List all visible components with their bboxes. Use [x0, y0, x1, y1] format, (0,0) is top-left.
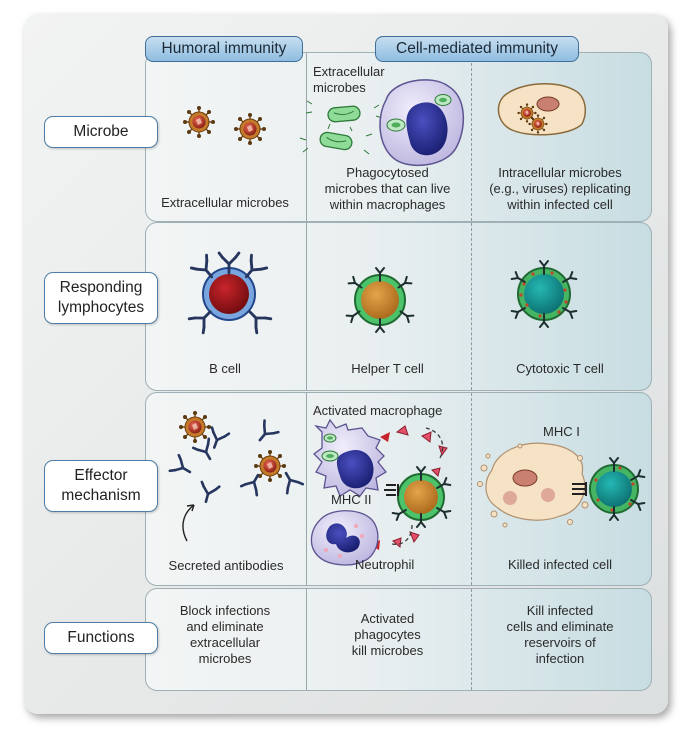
cytotoxic-function-line4: infection: [535, 651, 585, 666]
extracellular-virus-icon: [233, 112, 267, 146]
functions-row: [145, 588, 652, 691]
row-label-lymphocytes: Responding lymphocytes: [44, 272, 158, 324]
cytotoxic-t-cell-icon: [510, 260, 578, 328]
row-label-functions: Functions: [44, 622, 158, 654]
humoral-function-line3: extracellular: [189, 635, 261, 650]
intracellular-caption-line1: Intracellular microbes: [498, 165, 622, 180]
phagocyte-function-line3: kill microbes: [351, 643, 424, 658]
mhc-ii-label: MHC II: [331, 492, 372, 507]
humoral-microbe-caption: Extracellular microbes: [161, 195, 289, 210]
secreted-antibodies-icon: [168, 410, 305, 542]
mhc-i-label: MHC I: [543, 424, 580, 439]
helper-t-cell-icon: [345, 267, 415, 333]
humoral-function-line1: Block infections: [179, 603, 271, 618]
cell-mediated-immunity-header: Cell-mediated immunity: [375, 36, 579, 62]
macrophage-icon: [379, 79, 465, 167]
helper-t-effector-icon: [384, 466, 452, 528]
intracellular-caption-line2: (e.g., viruses) replicating: [489, 181, 631, 196]
row-label-effector-line2: mechanism: [61, 487, 141, 504]
extracellular-microbes-label-line2: microbes: [313, 80, 366, 95]
phagocyte-function-line2: phagocytes: [354, 627, 421, 642]
row-label-effector-line1: Effector: [74, 467, 128, 484]
intracellular-caption-line3: within infected cell: [507, 197, 613, 212]
humoral-function-line2: and eliminate: [186, 619, 264, 634]
row-label-effector: Effector mechanism: [44, 460, 158, 512]
cytotoxic-function-line3: reservoirs of: [524, 635, 596, 650]
phagocytosed-caption-line1: Phagocytosed: [346, 165, 429, 180]
b-cell-label: B cell: [209, 361, 241, 376]
cytokine-arrows: [391, 427, 444, 545]
row-label-functions-text: Functions: [67, 629, 135, 646]
activated-macrophage-label: Activated macrophage: [313, 403, 443, 418]
phagocyte-function-line1: Activated: [360, 611, 415, 626]
phagocytosed-caption-line2: microbes that can live: [324, 181, 451, 196]
row-label-lymphocytes-line2: lymphocytes: [57, 299, 145, 316]
cytotoxic-function-line1: Kill infected: [526, 603, 594, 618]
killed-infected-cell-icon: [477, 442, 589, 528]
b-cell-icon: [187, 251, 273, 335]
extracellular-bacteria-icon: [299, 100, 383, 155]
extracellular-virus-icon: [182, 105, 216, 139]
extracellular-microbes-label-line1: Extracellular: [313, 64, 385, 79]
cytotoxic-t-effector-icon: [572, 457, 646, 521]
neutrophil-icon: [310, 510, 379, 566]
infected-cell-icon: [497, 83, 587, 136]
activated-macrophage-icon: [313, 418, 387, 497]
humoral-function-line4: microbes: [198, 651, 252, 666]
row-label-microbe-text: Microbe: [73, 123, 129, 140]
secreted-antibodies-label: Secreted antibodies: [168, 558, 284, 573]
row-label-microbe: Microbe: [44, 116, 158, 148]
phagocytosed-caption-line3: within macrophages: [329, 197, 446, 212]
row-label-lymphocytes-line1: Responding: [59, 279, 143, 296]
cytotoxic-function-line2: cells and eliminate: [506, 619, 614, 634]
humoral-immunity-header: Humoral immunity: [145, 36, 303, 62]
helper-t-cell-label: Helper T cell: [351, 361, 424, 376]
killed-infected-cell-label: Killed infected cell: [507, 557, 613, 572]
neutrophil-label: Neutrophil: [355, 557, 415, 572]
cytotoxic-t-cell-label: Cytotoxic T cell: [516, 361, 604, 376]
